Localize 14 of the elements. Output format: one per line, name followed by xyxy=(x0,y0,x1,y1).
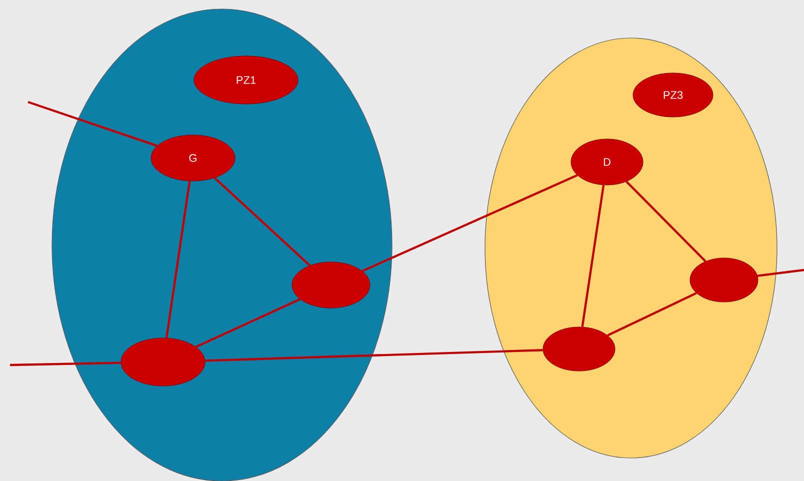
connector-line xyxy=(581,184,605,327)
node-ellipse xyxy=(542,326,616,372)
connector-line xyxy=(28,100,158,147)
connector-line xyxy=(10,362,121,366)
connector-line xyxy=(214,177,310,266)
connector-line xyxy=(205,349,543,362)
node-ellipse xyxy=(292,262,370,308)
node-ellipse xyxy=(120,338,206,386)
connector-line xyxy=(607,292,697,336)
connector-line xyxy=(165,181,191,338)
connector-line xyxy=(626,180,706,262)
connector-line xyxy=(196,298,300,348)
node-ellipse xyxy=(690,258,758,302)
connector-line xyxy=(362,174,578,272)
